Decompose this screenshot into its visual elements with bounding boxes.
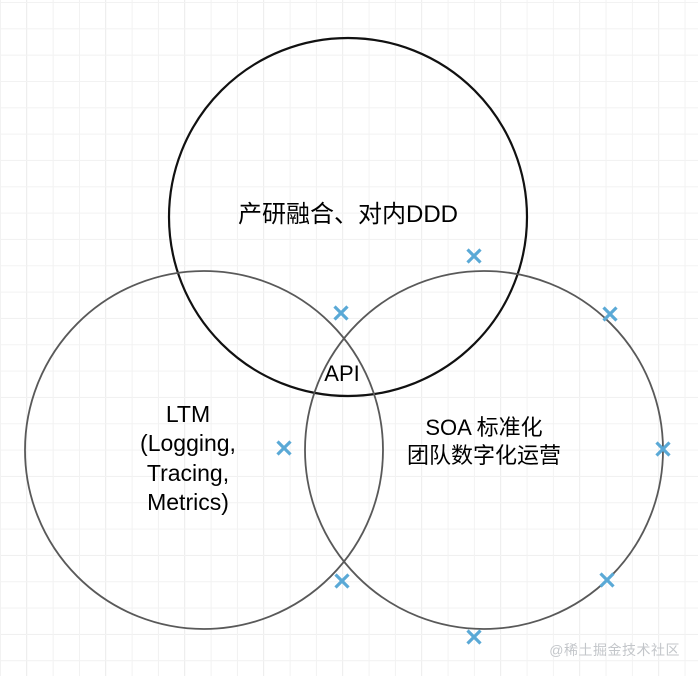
selection-handle-x-icon[interactable] xyxy=(466,248,482,264)
selection-handle-x-icon[interactable] xyxy=(276,440,292,456)
handle-stroke xyxy=(276,440,292,456)
handle-stroke xyxy=(466,629,482,645)
selection-handle-x-icon[interactable] xyxy=(602,306,618,322)
handle-stroke xyxy=(599,572,615,588)
venn-circle-top[interactable] xyxy=(167,36,529,398)
venn-circle-left[interactable] xyxy=(24,270,384,630)
handle-stroke xyxy=(466,248,482,264)
selection-handle-x-icon[interactable] xyxy=(334,573,350,589)
watermark-text: @稀土掘金技术社区 xyxy=(549,642,680,658)
selection-handle-x-icon[interactable] xyxy=(655,441,671,457)
handle-stroke xyxy=(333,305,349,321)
venn-circles-group xyxy=(24,36,664,630)
venn-circle-right[interactable] xyxy=(304,270,664,630)
selection-handles-group[interactable] xyxy=(276,248,671,645)
selection-handle-x-icon[interactable] xyxy=(333,305,349,321)
handle-stroke xyxy=(602,306,618,322)
handle-stroke xyxy=(334,573,350,589)
selection-handle-x-icon[interactable] xyxy=(599,572,615,588)
selection-handle-x-icon[interactable] xyxy=(466,629,482,645)
handle-stroke xyxy=(655,441,671,457)
